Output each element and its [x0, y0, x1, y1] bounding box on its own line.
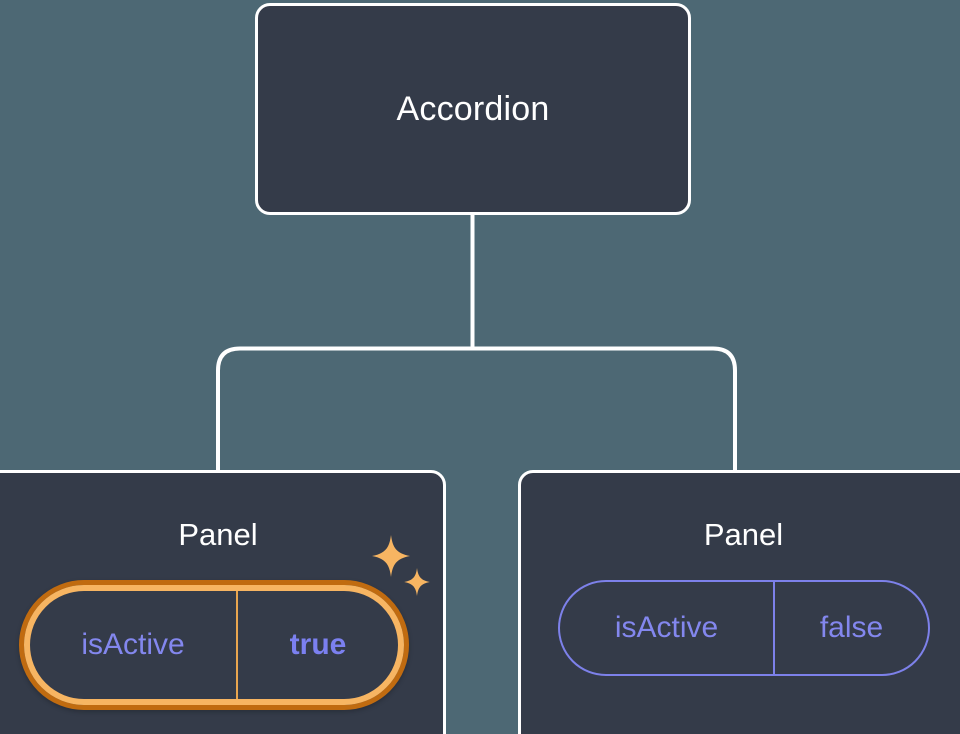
prop-pill-is-active-false[interactable]: isActive false — [558, 580, 930, 676]
prop-key-label: isActive — [30, 591, 238, 699]
node-accordion-label: Accordion — [396, 90, 550, 128]
node-panel-inactive-label: Panel — [703, 517, 784, 552]
connector-branch-left — [216, 346, 473, 472]
prop-value-label: true — [289, 628, 347, 661]
node-panel-inactive[interactable]: Panel isActive false — [518, 470, 960, 734]
node-accordion[interactable]: Accordion — [255, 3, 691, 215]
prop-value-label: false — [819, 611, 884, 644]
prop-pill-active-wrapper: isActive true — [19, 580, 409, 710]
connector-branch-right — [472, 346, 737, 472]
prop-key-label: isActive — [560, 582, 775, 674]
prop-pill-inactive-wrapper: isActive false — [558, 580, 930, 676]
node-panel-active-label: Panel — [178, 517, 258, 552]
node-panel-active[interactable]: Panel isActive true — [0, 470, 446, 734]
prop-pill-is-active-true[interactable]: isActive true — [19, 580, 409, 710]
